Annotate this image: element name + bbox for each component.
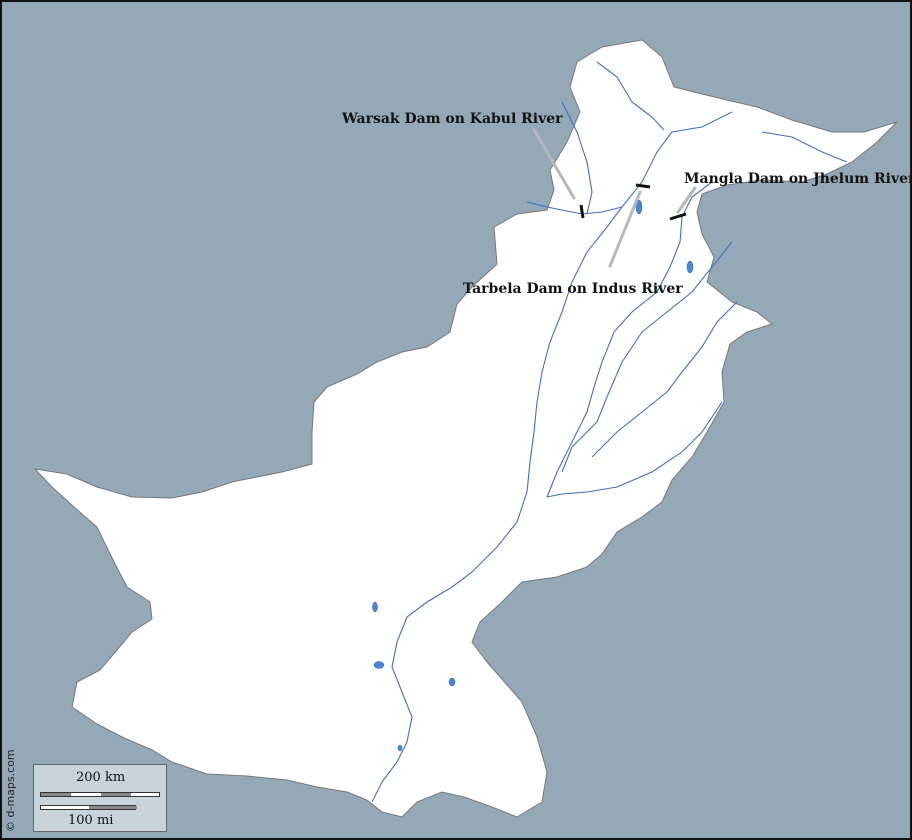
mangla-dam-label: Mangla Dam on Jhelum River xyxy=(684,171,912,187)
warsak-dam-marker xyxy=(579,204,585,219)
tarbela-dam-label: Tarbela Dam on Indus River xyxy=(463,281,683,297)
scale-mi-label: 100 mi xyxy=(68,813,114,828)
kabul-river xyxy=(526,201,623,215)
scale-bar: 200 km 100 mi xyxy=(33,764,167,832)
mangla-dam-marker xyxy=(669,212,687,221)
lake xyxy=(448,677,456,687)
lake xyxy=(686,260,694,274)
jhelum-river xyxy=(546,181,713,498)
scale-bar-km xyxy=(40,792,160,797)
ravi-river xyxy=(591,301,738,458)
lake xyxy=(635,199,643,215)
scale-bar-mi xyxy=(40,805,137,810)
northern-tributary xyxy=(596,61,665,131)
lake xyxy=(373,661,385,669)
scale-km-label: 200 km xyxy=(76,770,126,785)
sutlej-river xyxy=(546,401,723,498)
pakistan-landmass xyxy=(33,39,898,818)
credit-text: © d-maps.com xyxy=(4,749,17,832)
chenab-river xyxy=(561,241,733,473)
indus-river xyxy=(371,111,733,803)
northern-tributary-2 xyxy=(761,131,848,163)
tarbela-dam-marker xyxy=(635,183,651,189)
warsak-dam-label: Warsak Dam on Kabul River xyxy=(341,111,563,127)
lake xyxy=(372,601,378,613)
western-tributary xyxy=(561,101,593,215)
warsak-leader-line xyxy=(532,128,576,200)
tarbela-leader-line xyxy=(608,190,642,268)
lake xyxy=(397,744,403,752)
mangla-leader-line xyxy=(676,186,697,214)
